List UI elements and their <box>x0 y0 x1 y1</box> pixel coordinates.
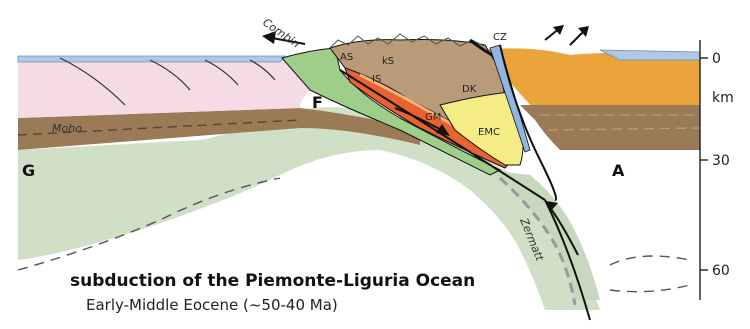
depth-axis <box>700 40 708 300</box>
label-is: IS <box>372 74 381 85</box>
label-emc: EMC <box>478 127 500 138</box>
depth-tick-0: 0 <box>712 51 721 67</box>
adriatic-lower-crust <box>520 105 700 150</box>
label-ks: kS <box>382 56 394 67</box>
label-dk: DK <box>462 84 477 95</box>
adria-dashed-lithosphere <box>610 256 690 265</box>
label-g: G <box>22 161 35 180</box>
caption-subtitle: Early-Middle Eocene (~50-40 Ma) <box>86 296 338 314</box>
depth-axis-unit: km <box>712 90 734 106</box>
label-moho: Moho <box>52 122 82 135</box>
label-combin: Combin <box>260 16 302 51</box>
label-as: AS <box>340 52 353 63</box>
depth-tick-30: 30 <box>712 153 730 169</box>
label-gm: GM <box>425 112 441 123</box>
adria-dashed-lithosphere-2 <box>610 285 690 292</box>
depth-tick-60: 60 <box>712 263 730 279</box>
label-a: A <box>612 161 625 180</box>
caption-title: subduction of the Piemonte-Liguria Ocean <box>70 271 475 291</box>
label-f: F <box>312 93 323 112</box>
label-cz: CZ <box>493 32 507 43</box>
